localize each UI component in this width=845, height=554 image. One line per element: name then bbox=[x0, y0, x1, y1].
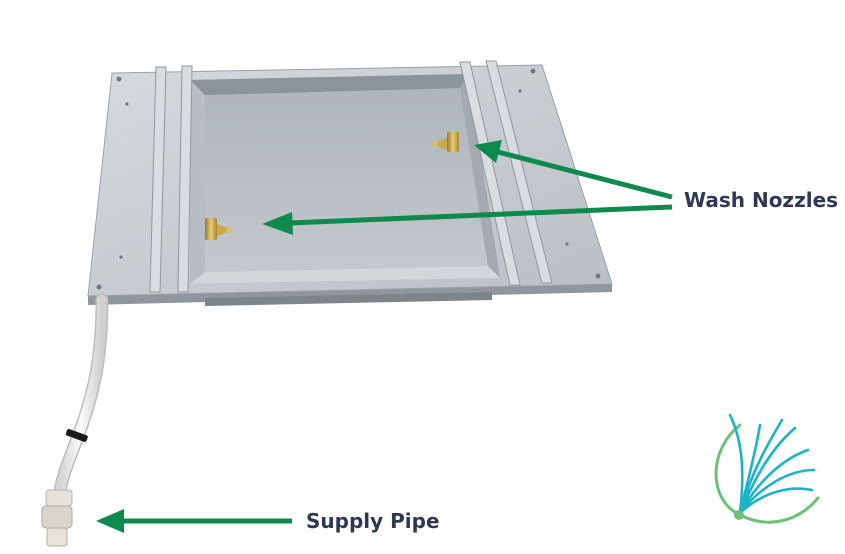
wash-nozzle-left bbox=[205, 218, 232, 240]
wash-nozzles-arrows bbox=[262, 140, 673, 235]
supply-pipe-label: Supply Pipe bbox=[306, 509, 440, 533]
supply-pipe-arrow bbox=[96, 509, 292, 533]
wash-nozzle-right bbox=[432, 132, 459, 152]
dandelion-seed-logo bbox=[714, 413, 820, 524]
wash-tray bbox=[87, 60, 613, 306]
screw-holes bbox=[96, 68, 601, 290]
pipe-connector bbox=[41, 489, 73, 547]
supply-pipe bbox=[41, 293, 109, 547]
wash-nozzles-label: Wash Nozzles bbox=[684, 188, 839, 212]
left-rails bbox=[149, 65, 193, 293]
right-rails bbox=[459, 60, 553, 286]
